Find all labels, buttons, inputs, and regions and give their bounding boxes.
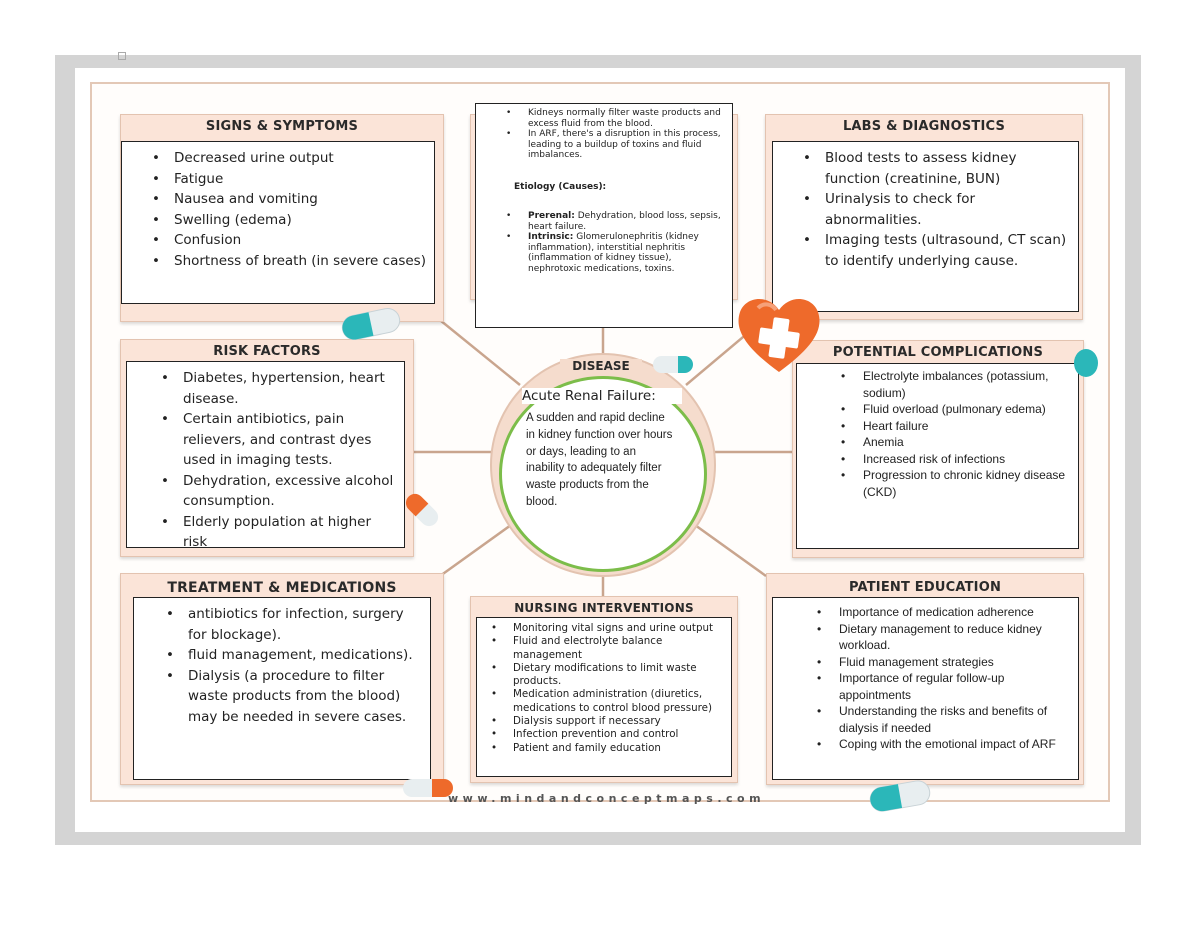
list-item: Medication administration (diuretics, me… xyxy=(491,688,725,715)
cause-label: Intrinsic: xyxy=(528,232,574,242)
list-item: Dietary modifications to limit waste pro… xyxy=(491,662,725,689)
list-item: Shortness of breath (in severe cases) xyxy=(152,251,426,272)
list-item: Fluid and electrolyte balance management xyxy=(491,635,725,662)
list-item: Monitoring vital signs and urine output xyxy=(491,622,725,636)
potential-complications-title: POTENTIAL COMPLICATIONS xyxy=(832,345,1044,360)
list-item: Electrolyte imbalances (potassium, sodiu… xyxy=(841,368,1070,401)
list-item: Certain antibiotics, pain relievers, and… xyxy=(161,409,396,471)
patient-education-title: PATIENT EDUCATION xyxy=(848,580,1002,595)
capsule-icon xyxy=(869,780,931,812)
list-item: Decreased urine output xyxy=(152,148,426,169)
disease-description: A sudden and rapid decline in kidney fun… xyxy=(526,412,673,508)
list-item: Urinalysis to check for abnormalities. xyxy=(803,189,1070,230)
capsule-icon xyxy=(341,307,401,341)
list-item: Nausea and vomiting xyxy=(152,189,426,210)
list-item: Dialysis (a procedure to filter waste pr… xyxy=(166,666,422,728)
list-item: Coping with the emotional impact of ARF xyxy=(817,736,1070,753)
connector-bottom-left xyxy=(439,518,519,578)
website-watermark: www.mindandconceptmaps.com xyxy=(448,792,766,805)
nursing-interventions-title: NURSING INTERVENTIONS xyxy=(514,601,694,615)
list-item: Increased risk of infections xyxy=(841,451,1070,468)
list-item: Prerenal: Dehydration, blood loss, sepsi… xyxy=(506,211,724,232)
list-item: Importance of regular follow-up appointm… xyxy=(817,670,1070,703)
list-item: Elderly population at higher risk xyxy=(161,512,396,548)
labs-diagnostics-box: Blood tests to assess kidney function (c… xyxy=(772,141,1079,312)
list-item: Importance of medication adherence xyxy=(817,604,1070,621)
capsule-icon xyxy=(653,356,693,373)
cause-label: Prerenal: xyxy=(528,211,575,221)
list-item: Fatigue xyxy=(152,169,426,190)
list-item: Confusion xyxy=(152,230,426,251)
connector-bottom-right xyxy=(687,518,767,578)
risk-factors-title: RISK FACTORS xyxy=(213,344,321,359)
list-item: Patient and family education xyxy=(491,742,725,756)
list-item: antibiotics for infection, surgery for b… xyxy=(166,604,422,645)
heart-cross-icon xyxy=(738,298,820,372)
patient-education-box: Importance of medication adherence Dieta… xyxy=(772,597,1079,780)
disease-title: Acute Renal Failure: xyxy=(522,388,682,404)
list-item: Swelling (edema) xyxy=(152,210,426,231)
capsule-icon xyxy=(403,779,453,797)
list-item: Anemia xyxy=(841,434,1070,451)
labs-diagnostics-title: LABS & DIAGNOSTICS xyxy=(842,119,1006,134)
list-item: Intrinsic: Glomerulonephritis (kidney in… xyxy=(506,232,724,274)
signs-symptoms-title: SIGNS & SYMPTOMS xyxy=(205,119,359,134)
list-item: Kidneys normally filter waste products a… xyxy=(506,108,724,129)
center-node xyxy=(499,376,707,572)
list-item: Dehydration, excessive alcohol consumpti… xyxy=(161,471,396,512)
list-item: Imaging tests (ultrasound, CT scan) to i… xyxy=(803,230,1070,271)
cause-text: Glomerulonephritis (kidney inflammation)… xyxy=(528,232,699,274)
pathophysiology-box: Kidneys normally filter waste products a… xyxy=(475,103,733,328)
etiology-heading: Etiology (Causes): xyxy=(514,181,607,192)
potential-complications-box: Electrolyte imbalances (potassium, sodiu… xyxy=(796,363,1079,549)
list-item: Progression to chronic kidney disease (C… xyxy=(841,467,1070,500)
capsule-icon xyxy=(405,493,439,527)
teal-dot-icon xyxy=(1074,349,1098,377)
connector-top-left xyxy=(434,315,521,386)
list-item: In ARF, there's a disruption in this pro… xyxy=(506,129,724,161)
nursing-interventions-box: Monitoring vital signs and urine output … xyxy=(476,617,732,777)
list-item: Dietary management to reduce kidney work… xyxy=(817,621,1070,654)
list-item: Fluid management strategies xyxy=(817,654,1070,671)
disease-label: DISEASE xyxy=(560,359,642,373)
list-item: fluid management, medications). xyxy=(166,645,422,666)
list-item: Heart failure xyxy=(841,418,1070,435)
signs-symptoms-box: Decreased urine output Fatigue Nausea an… xyxy=(121,141,435,304)
list-item: Diabetes, hypertension, heart disease. xyxy=(161,368,396,409)
risk-factors-box: Diabetes, hypertension, heart disease. C… xyxy=(126,361,405,548)
list-item: Dialysis support if necessary xyxy=(491,715,725,729)
list-item: Understanding the risks and benefits of … xyxy=(817,703,1070,736)
treatment-medications-box: antibiotics for infection, surgery for b… xyxy=(133,597,431,780)
page-corner-mark xyxy=(118,52,126,60)
list-item: Fluid overload (pulmonary edema) xyxy=(841,401,1070,418)
list-item: Infection prevention and control xyxy=(491,728,725,742)
treatment-medications-title: TREATMENT & MEDICATIONS xyxy=(167,580,397,596)
cause-text: Dehydration, blood loss, sepsis, heart f… xyxy=(528,211,721,232)
list-item: Blood tests to assess kidney function (c… xyxy=(803,148,1070,189)
